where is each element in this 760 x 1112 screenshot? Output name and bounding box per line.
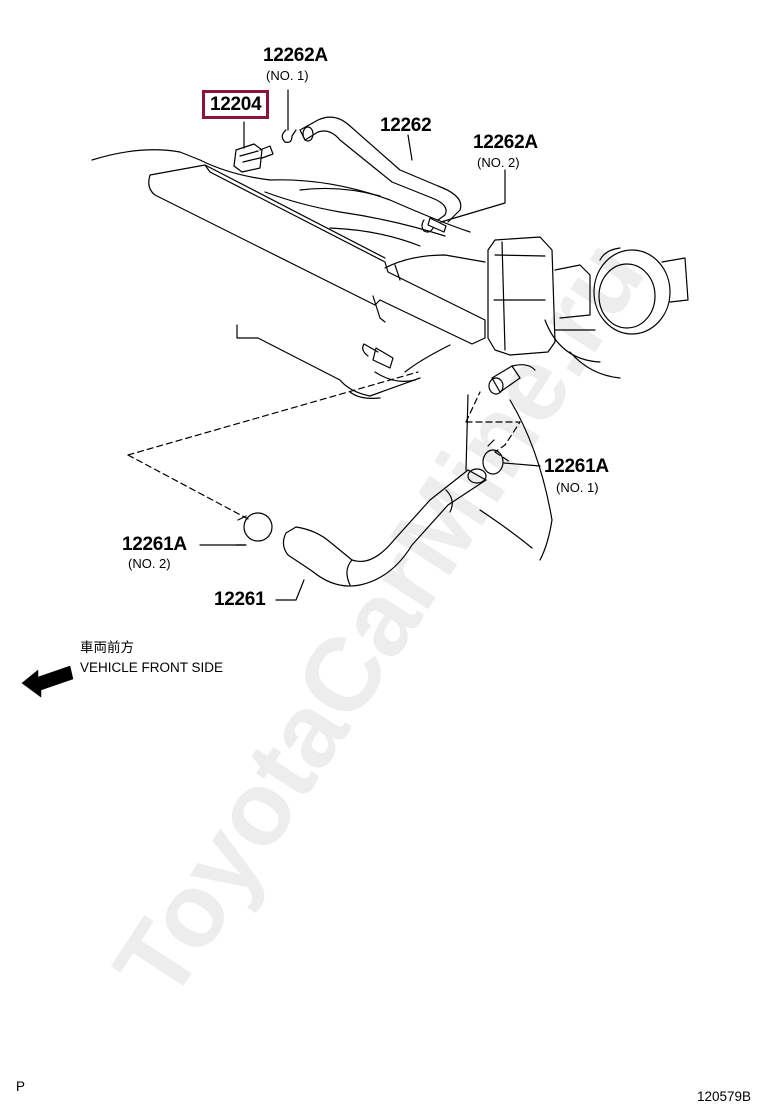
hose-12261 — [282, 468, 487, 587]
ventilation-hose-12262 — [299, 116, 462, 233]
footer-left-code: P — [16, 1079, 26, 1094]
phantom-lines — [127, 371, 521, 521]
cylinder-head-cover — [148, 164, 486, 369]
nipple-fitting — [488, 364, 536, 395]
engine-outline — [91, 149, 621, 561]
direction-label-en: VEHICLE FRONT SIDE — [80, 660, 224, 675]
throttle-body — [487, 236, 689, 363]
part-number-12262A-no1[interactable]: 12262A — [263, 45, 328, 66]
arrow-left-icon — [21, 665, 74, 698]
part-sub-12261A-no2: (NO. 2) — [128, 556, 171, 571]
part-number-12261A-no2[interactable]: 12261A — [122, 534, 187, 555]
hose-clip-12261A-no2 — [235, 512, 273, 546]
hose-clip-12262A-no1 — [281, 129, 297, 143]
pcv-valve — [233, 143, 274, 173]
part-number-12204[interactable]: 12204 — [202, 90, 270, 119]
part-number-12261[interactable]: 12261 — [214, 589, 266, 610]
part-number-12262[interactable]: 12262 — [380, 115, 432, 136]
hose-clip-12261A-no1 — [482, 439, 504, 475]
diagram-id: 120579B — [697, 1089, 752, 1104]
part-sub-12262A-no2: (NO. 2) — [477, 155, 520, 170]
hose-clip-12262A-no2 — [421, 219, 434, 233]
part-number-12262A-no2[interactable]: 12262A — [473, 132, 538, 153]
part-sub-12261A-no1: (NO. 1) — [556, 480, 599, 495]
part-number-12261A-no1[interactable]: 12261A — [544, 456, 609, 477]
direction-label-jp: 車両前方 — [80, 640, 134, 655]
part-sub-12262A-no1: (NO. 1) — [266, 68, 309, 83]
leader-lines — [199, 89, 541, 601]
